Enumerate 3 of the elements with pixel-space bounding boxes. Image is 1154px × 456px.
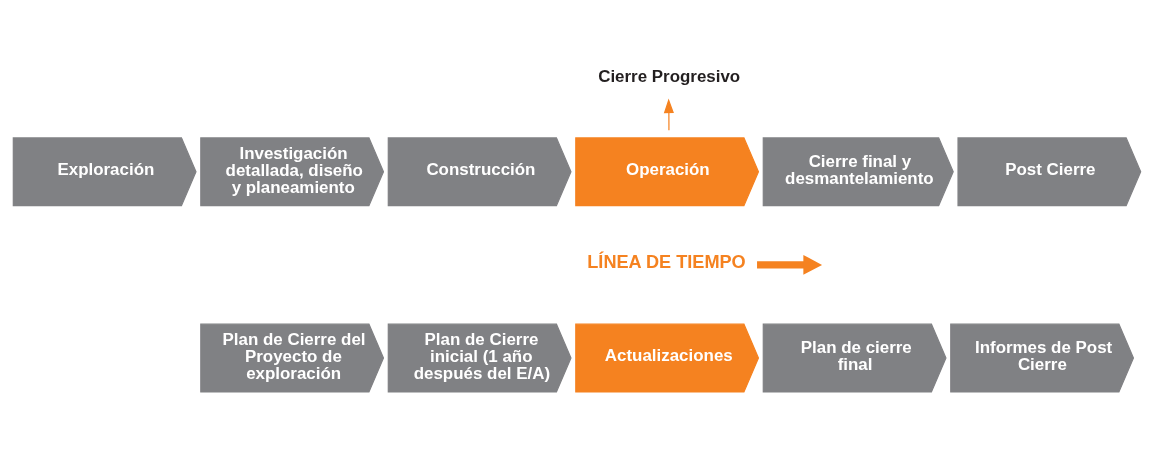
arrow — [663, 98, 674, 131]
node-text: LÍNEA DE TIEMPO — [587, 251, 746, 272]
node-text: Cierre Progresivo — [598, 66, 741, 86]
